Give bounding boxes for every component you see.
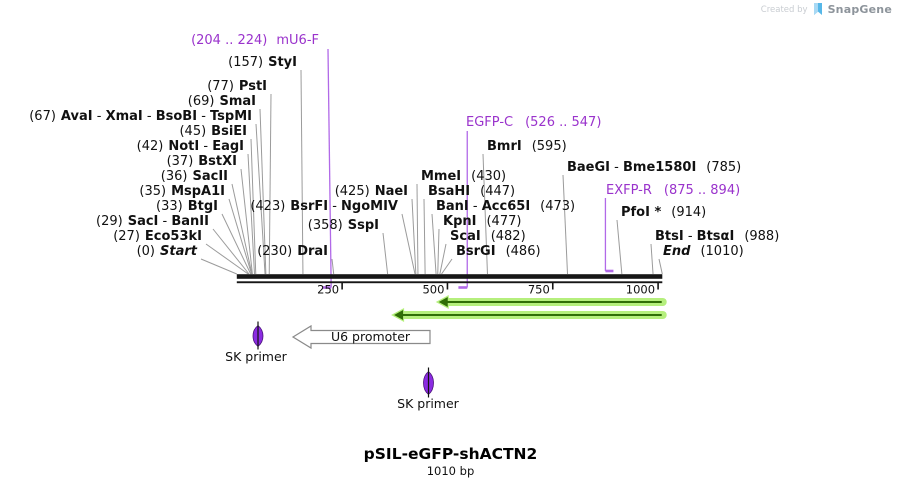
site-connector-BsrFI: [401, 213, 416, 275]
site-label-StyI[interactable]: (157)StyI: [228, 55, 297, 70]
ruler-number: 500: [422, 283, 444, 297]
site-label-SacII[interactable]: (36)SacII: [160, 169, 228, 184]
site-label-SacI[interactable]: (29)SacI - BanII: [96, 214, 209, 229]
site-label-BtgI[interactable]: (33)BtgI: [156, 199, 218, 214]
site-label-SmaI[interactable]: (69)SmaI: [187, 94, 256, 109]
site-connector-MmeI: [416, 183, 419, 275]
sequence-bar: [236, 274, 663, 279]
site-connector-MspA1I: [228, 198, 253, 275]
site-label-MspA1I[interactable]: (35)MspA1I: [139, 184, 225, 199]
ruler-line: [236, 281, 663, 284]
green-arrowhead: [438, 297, 448, 307]
created-by-text: Created by: [760, 4, 808, 15]
site-label-NotI[interactable]: (42)NotI - EagI: [136, 139, 244, 154]
ruler-number: 750: [528, 283, 550, 297]
site-label-MmeI[interactable]: MmeI(430): [421, 169, 507, 184]
primer-line-mU6-F: [327, 48, 332, 288]
site-connector-NaeI: [411, 198, 417, 275]
site-connector-Start: [200, 258, 237, 275]
site-label-KpnI[interactable]: KpnI(477): [443, 214, 522, 229]
site-connector-End: [658, 258, 663, 275]
site-connector-Eco53kI: [205, 243, 249, 275]
site-connector-BanI: [431, 213, 437, 275]
site-connector-SacII: [231, 183, 253, 275]
site-label-BstXI[interactable]: (37)BstXI: [166, 154, 237, 169]
site-label-End[interactable]: End(1010): [663, 244, 744, 259]
snapgene-brand-text: SnapGene: [827, 3, 892, 16]
plasmid-length: 1010 bp: [426, 464, 475, 478]
site-label-AvaI[interactable]: (67)AvaI - XmaI - BsoBI - TspMI: [29, 109, 252, 124]
ruler-number: 1000: [626, 283, 655, 297]
site-label-BmrI[interactable]: BmrI(595): [487, 139, 567, 154]
green-arrowhead: [394, 310, 404, 320]
site-connector-BsrGI: [441, 258, 453, 275]
site-connector-BmrI: [482, 153, 488, 275]
site-label-PstI[interactable]: (77)PstI: [207, 79, 267, 94]
site-connector-ScaI: [439, 243, 447, 275]
site-connector-SacI: [212, 228, 250, 275]
site-label-BsrFI[interactable]: (423)BsrFI - NgoMIV: [250, 199, 398, 214]
ruler-number: 250: [317, 283, 339, 297]
sk-primer-label-2[interactable]: SK primer: [397, 396, 459, 411]
site-connector-BsaHI: [423, 198, 426, 275]
site-label-Start[interactable]: (0)Start: [136, 244, 197, 259]
u6-promoter-arrow[interactable]: [291, 324, 431, 350]
plasmid-title: pSIL-eGFP-shACTN2: [363, 445, 538, 463]
site-connector-SspI: [382, 232, 389, 275]
site-label-BtsI[interactable]: BtsI - BtsαI(988): [655, 229, 780, 244]
u6-promoter-label[interactable]: U6 promoter: [330, 329, 411, 344]
primer-label-mU6-F[interactable]: (204 .. 224)mU6-F: [191, 33, 319, 48]
site-connector-PstI: [268, 93, 272, 275]
site-label-BsrGI[interactable]: BsrGI(486): [456, 244, 541, 259]
site-connector-BtgI: [221, 213, 252, 275]
site-label-NaeI[interactable]: (425)NaeI: [334, 184, 408, 199]
site-label-SspI[interactable]: (358)SspI: [307, 218, 379, 233]
sk-primer-label-1[interactable]: SK primer: [225, 349, 287, 364]
site-connector-KpnI: [437, 228, 440, 275]
site-connector-BsiEI: [250, 138, 257, 275]
site-connector-AvaI: [255, 123, 266, 275]
site-label-DraI[interactable]: (230)DraI: [257, 244, 328, 259]
site-connector-BtsI: [650, 243, 654, 275]
site-connector-DraI: [331, 258, 335, 275]
site-label-BanI[interactable]: BanI - Acc65I(473): [436, 199, 576, 214]
site-label-BsaHI[interactable]: BsaHI(447): [428, 184, 516, 199]
site-label-BsiEI[interactable]: (45)BsiEI: [179, 124, 247, 139]
site-connector-BaeGI: [562, 174, 569, 275]
site-connector-PfoI: [616, 219, 623, 275]
site-connector-NotI: [247, 153, 255, 275]
site-connector-StyI: [300, 69, 304, 275]
site-label-BaeGI[interactable]: BaeGI - Bme1580I(785): [567, 160, 742, 175]
primer-label-EGFP-C[interactable]: EGFP-C(526 .. 547): [466, 115, 602, 130]
site-label-Eco53kI[interactable]: (27)Eco53kI: [113, 229, 202, 244]
primer-label-EXFP-R[interactable]: EXFP-R(875 .. 894): [606, 183, 741, 198]
snapgene-flag-icon: [813, 3, 822, 15]
site-label-PfoI[interactable]: PfoI *(914): [621, 205, 707, 220]
site-label-ScaI[interactable]: ScaI(482): [450, 229, 526, 244]
snapgene-watermark: Created by SnapGene: [761, 3, 892, 16]
site-connector-SmaI: [259, 108, 267, 275]
site-connector-BstXI: [240, 168, 253, 275]
